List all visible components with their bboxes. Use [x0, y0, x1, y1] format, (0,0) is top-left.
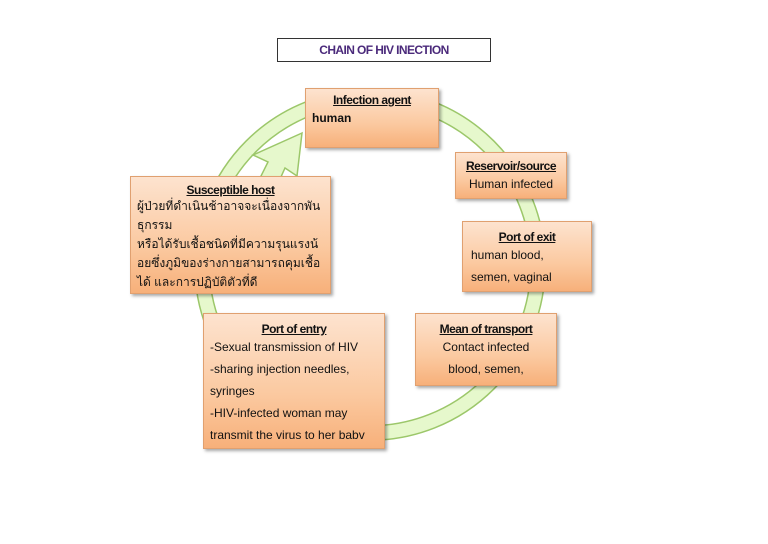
node-susceptible-host: Susceptible host ผู้ป่วยที่ดำเนินช้าอาจจ… — [130, 176, 331, 294]
node-text: อยซึ่งภูมิของร่างกายสามารถคุมเชื้อ — [137, 256, 321, 270]
node-text: human — [312, 111, 352, 125]
node-text: Human infected — [468, 177, 554, 191]
node-heading: Mean of transport — [439, 322, 533, 336]
node-text: -sharing injection needles, — [210, 362, 350, 376]
node-text: transmit the virus to her babv — [210, 428, 365, 442]
node-text: -Sexual transmission of HIV — [210, 340, 359, 354]
node-text: ธุกรรม — [137, 218, 173, 232]
node-text: หรือได้รับเชื้อชนิดที่มีความรุนแรงน้ — [137, 237, 319, 251]
node-text: blood, semen, — [448, 362, 524, 376]
diagram-title: CHAIN OF HIV INECTION — [277, 38, 491, 62]
node-heading: Reservoir/source — [465, 159, 557, 173]
node-heading: Susceptible host — [186, 183, 275, 197]
node-port-of-entry: Port of entry -Sexual transmission of HI… — [203, 313, 385, 449]
node-reservoir: Reservoir/source Human infected — [455, 152, 567, 199]
node-heading: Infection agent — [333, 93, 411, 107]
node-heading: Port of entry — [261, 322, 327, 336]
node-port-of-exit: Port of exit human blood, semen, vaginal — [462, 221, 592, 292]
node-text: -HIV-infected woman may — [210, 406, 348, 420]
node-text: semen, vaginal — [471, 270, 552, 284]
node-mean-of-transport: Mean of transport Contact infected blood… — [415, 313, 557, 386]
node-text: ได้ และการปฏิบัติตัวที่ดี — [137, 275, 258, 289]
node-infection-agent: Infection agent human — [305, 88, 439, 148]
node-text: syringes — [210, 384, 255, 398]
node-text: ผู้ป่วยที่ดำเนินช้าอาจจะเนื่องจากพัน — [137, 199, 321, 213]
node-heading: Port of exit — [498, 230, 556, 244]
node-text: Contact infected — [442, 340, 530, 354]
node-text: human blood, — [471, 248, 544, 262]
